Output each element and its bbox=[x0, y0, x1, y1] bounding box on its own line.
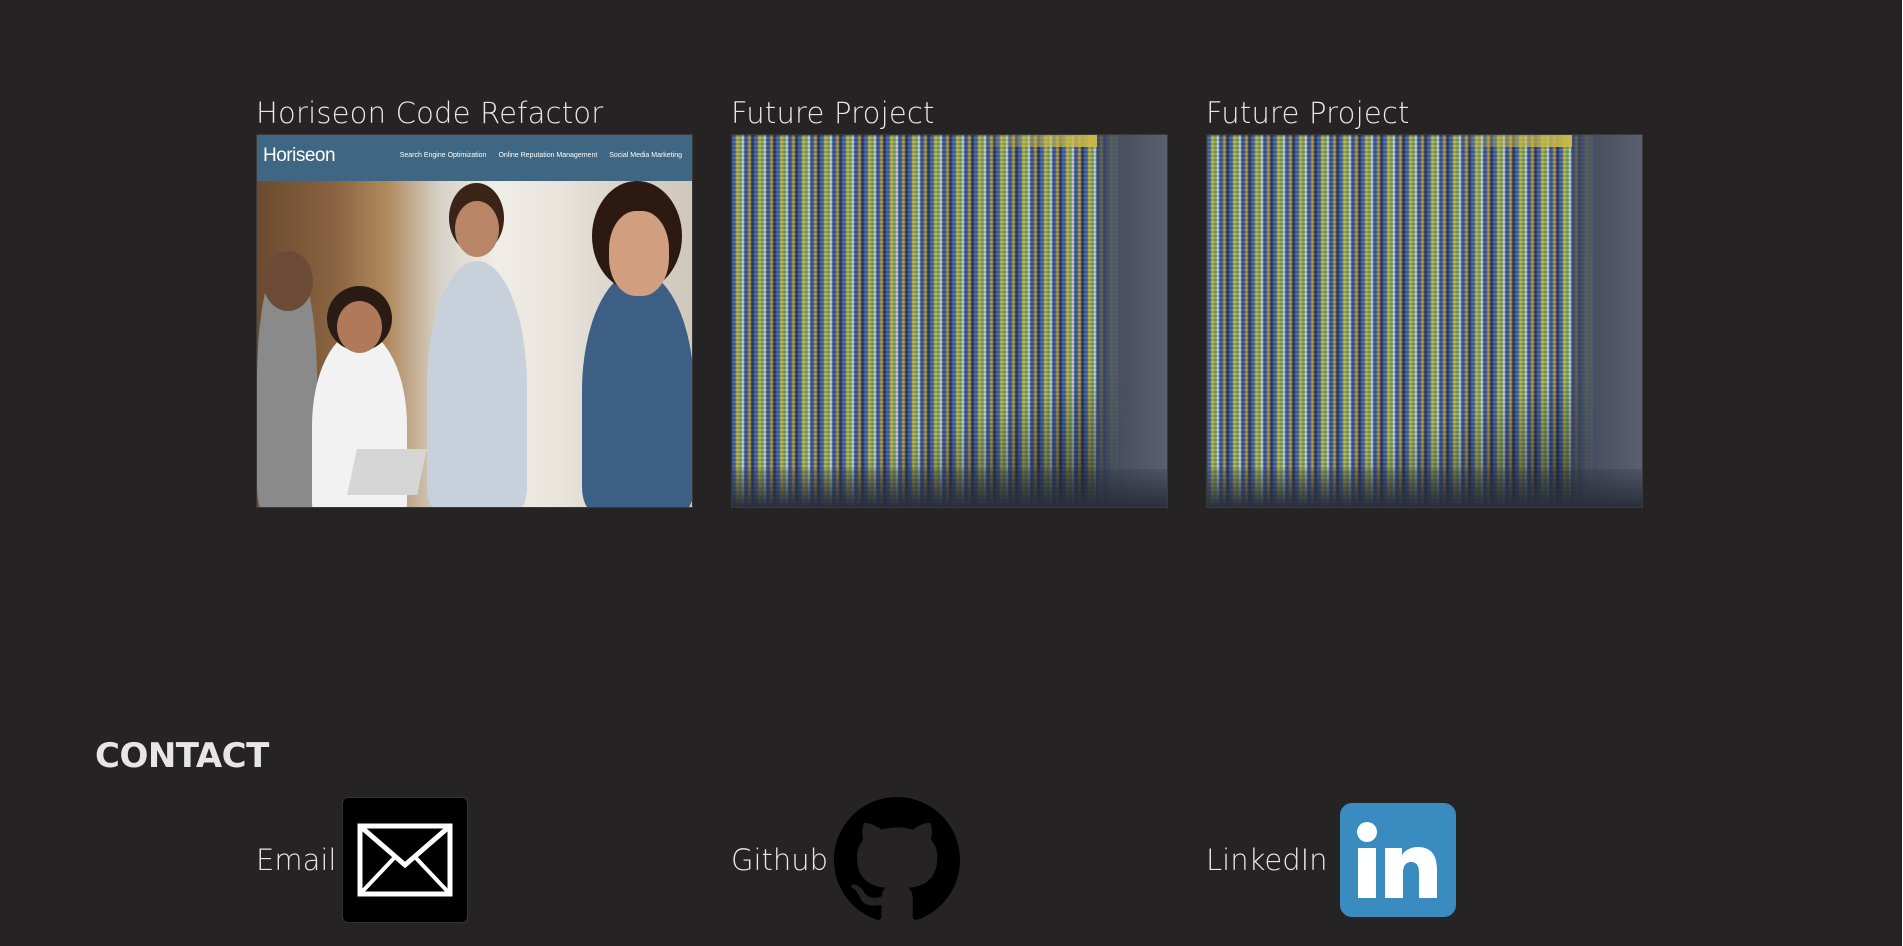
horiseon-brand: Horiseon bbox=[263, 145, 336, 166]
linkedin-icon[interactable] bbox=[1339, 803, 1456, 917]
project-card-horiseon: Horiseon Code Refactor Horiseon Search E… bbox=[256, 92, 693, 508]
horiseon-nav-item: Social Media Marketing bbox=[609, 152, 682, 159]
contact-heading: CONTACT bbox=[95, 736, 269, 776]
monitor-bezel bbox=[1097, 135, 1167, 507]
person-face bbox=[337, 301, 382, 353]
project-image-link[interactable]: Horiseon Search Engine Optimization Onli… bbox=[256, 134, 693, 508]
contact-label: Email bbox=[256, 843, 337, 877]
person-face bbox=[455, 201, 499, 257]
laptop bbox=[347, 449, 427, 495]
person-figure bbox=[427, 261, 527, 507]
envelope-icon[interactable] bbox=[342, 797, 469, 923]
horiseon-header: Horiseon Search Engine Optimization Onli… bbox=[257, 135, 692, 181]
monitor-bezel bbox=[1572, 135, 1642, 507]
project-card-future-1: Future Project bbox=[731, 92, 1168, 508]
monitor-bezel-bottom bbox=[1207, 469, 1642, 507]
contact-email-link[interactable]: Email bbox=[256, 797, 469, 923]
project-image-link[interactable] bbox=[731, 134, 1168, 508]
project-title: Horiseon Code Refactor bbox=[256, 96, 604, 130]
contact-label: LinkedIn bbox=[1206, 843, 1328, 877]
screen-highlight bbox=[1452, 135, 1572, 147]
project-title: Future Project bbox=[1206, 96, 1410, 130]
horiseon-nav: Search Engine Optimization Online Reputa… bbox=[390, 152, 682, 159]
person-head bbox=[263, 251, 313, 311]
horiseon-nav-item: Online Reputation Management bbox=[498, 152, 598, 159]
person-face bbox=[609, 211, 669, 296]
contact-label: Github bbox=[731, 843, 829, 877]
project-title: Future Project bbox=[731, 96, 935, 130]
person-figure bbox=[582, 271, 692, 507]
team-photo bbox=[257, 181, 692, 507]
code-screen-photo bbox=[732, 135, 1167, 507]
horiseon-nav-item: Search Engine Optimization bbox=[399, 152, 487, 159]
github-icon[interactable] bbox=[834, 797, 961, 923]
project-image-link[interactable] bbox=[1206, 134, 1643, 508]
project-card-future-2: Future Project bbox=[1206, 92, 1643, 508]
code-screen-photo bbox=[1207, 135, 1642, 507]
screen-highlight bbox=[977, 135, 1097, 147]
contact-linkedin-link[interactable]: LinkedIn bbox=[1206, 797, 1456, 923]
monitor-bezel-bottom bbox=[732, 469, 1167, 507]
contact-github-link[interactable]: Github bbox=[731, 797, 961, 923]
